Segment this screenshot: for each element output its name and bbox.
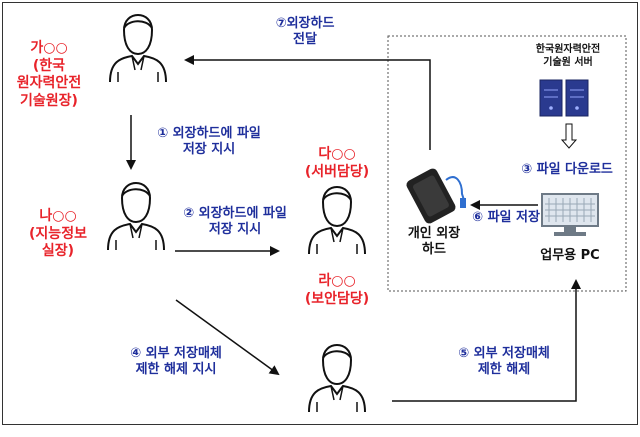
person-da-org: (서버담당) bbox=[304, 163, 370, 180]
arrow-4 bbox=[175, 299, 280, 376]
person-na-icon bbox=[107, 182, 165, 251]
person-ra-org: (보안담당) bbox=[304, 290, 370, 307]
person-da-icon bbox=[308, 186, 366, 255]
step-6-label: ⑥ 파일 저장 bbox=[472, 210, 540, 225]
person-na-label: 나○○ (지능정보 실장) bbox=[18, 208, 98, 261]
step-4-label: ④ 외부 저장매체 제한 해제 지시 bbox=[130, 346, 222, 378]
person-na-name: 나○○ bbox=[39, 208, 77, 224]
person-ga-org: (한국 원자력안전 기술원장) bbox=[16, 57, 82, 109]
person-na-org: (지능정보 실장) bbox=[29, 225, 87, 260]
server-label: 한국원자력안전 기술원 서버 bbox=[535, 44, 601, 68]
step-3-label: ③ 파일 다운로드 bbox=[521, 162, 613, 177]
arrow-5 bbox=[392, 279, 581, 402]
person-ra-name: 라○○ bbox=[318, 273, 356, 289]
step-7-label: ⑦외장하드 전달 bbox=[275, 16, 335, 48]
person-ga-label: 가○○ (한국 원자력안전 기술원장) bbox=[4, 40, 94, 110]
server-download-arrow bbox=[560, 123, 578, 149]
step-5-label: ⑤ 외부 저장매체 제한 해제 bbox=[458, 346, 550, 378]
person-ra-icon bbox=[308, 344, 366, 413]
arrow-7 bbox=[184, 55, 431, 150]
hdd-label: 개인 외장 하드 bbox=[407, 226, 461, 258]
person-ra-label: 라○○ (보안담당) bbox=[300, 273, 374, 308]
diagram-frame bbox=[2, 2, 638, 425]
person-da-name: 다○○ bbox=[318, 146, 356, 162]
server-zone-box bbox=[387, 35, 627, 292]
pc-label: 업무용 PC bbox=[540, 248, 600, 263]
server-icon bbox=[539, 79, 589, 117]
step-1-label: ① 외장하드에 파일 저장 지시 bbox=[157, 126, 261, 158]
pc-monitor-icon bbox=[541, 193, 599, 236]
person-ga-name: 가○○ bbox=[30, 40, 68, 56]
step-2-label: ② 외장하드에 파일 저장 지시 bbox=[183, 206, 287, 238]
external-hdd-icon bbox=[406, 168, 466, 224]
person-da-label: 다○○ (서버담당) bbox=[300, 146, 374, 181]
person-ga-icon bbox=[109, 14, 167, 83]
